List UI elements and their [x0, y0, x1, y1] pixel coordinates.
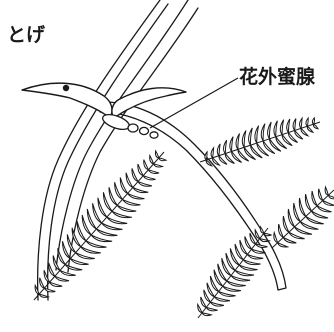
leaflet [260, 239, 270, 242]
leaflet [274, 233, 278, 243]
leaflet [215, 297, 230, 301]
leaflet [263, 141, 275, 154]
leaflet [255, 126, 259, 144]
leaflet [283, 238, 296, 243]
leaflet [202, 313, 211, 316]
leaflet [138, 164, 143, 176]
leaflet [219, 292, 236, 297]
leaflet [55, 276, 69, 281]
leaflet [112, 211, 132, 217]
pinnate-leaf-lower-left [34, 151, 166, 300]
leaflet [325, 187, 328, 195]
leaflet [230, 137, 233, 152]
label-thorn: とげ [7, 26, 45, 45]
leaflet [223, 286, 241, 291]
leaflet [293, 119, 296, 131]
leaflet [243, 260, 260, 265]
leaflet [122, 199, 140, 205]
leaflet [301, 128, 308, 136]
leaflet [307, 126, 313, 132]
leaflet [132, 168, 138, 181]
label-extrafloral-nectary: 花外蜜腺 [239, 68, 315, 87]
leaflet [224, 140, 227, 153]
leaflet [260, 227, 264, 234]
leaflet [205, 152, 207, 160]
leaflet [40, 278, 45, 288]
leaflet [148, 170, 159, 174]
leaflet [231, 276, 250, 281]
leaflet [117, 205, 136, 211]
leaflet [318, 189, 322, 201]
leaflet [299, 198, 305, 216]
leaflet [70, 259, 88, 265]
leaflet [249, 128, 253, 145]
leaflet [274, 121, 277, 137]
pinnate-leaf-right-edge [272, 187, 334, 248]
pinnate-leaf-lower-mid [198, 227, 271, 318]
leaflet [247, 255, 263, 260]
leaflet [264, 233, 271, 235]
leaflet [306, 118, 308, 126]
leaflet [239, 265, 257, 270]
leaflet [235, 270, 254, 275]
leaf-rachis [34, 152, 164, 300]
leaflet [128, 193, 145, 199]
leaflet [280, 120, 283, 135]
leaflet [211, 148, 214, 158]
leaflet [155, 151, 158, 158]
leaflet [236, 134, 239, 150]
leaflet [328, 195, 334, 199]
leaflet [317, 206, 331, 212]
leaflet [313, 124, 318, 129]
leaflet [312, 211, 329, 218]
leaflet [312, 191, 317, 206]
leaf-rachis [272, 190, 334, 248]
thorn-dot [63, 85, 69, 91]
leaflet [287, 119, 290, 133]
thorn-spine [22, 83, 186, 118]
leaflet [283, 216, 289, 232]
leaflet [227, 281, 246, 286]
leaflet [242, 131, 246, 148]
stem-left-inner [48, 4, 168, 300]
leaflet [39, 294, 48, 297]
leaflet [261, 124, 265, 141]
leaflet [268, 122, 272, 139]
leaflet [312, 118, 314, 124]
leaflet [138, 182, 152, 187]
leaflet [217, 144, 220, 156]
leaflet [133, 188, 148, 193]
leaflet [278, 224, 283, 237]
pinnate-leaf-upper-right [200, 118, 320, 166]
leaflet [144, 160, 149, 170]
leaflet [154, 164, 163, 167]
leaflet [206, 307, 218, 310]
leaflet [44, 288, 55, 292]
leaflet [76, 253, 95, 259]
leaflet [159, 158, 166, 161]
leaflet [49, 263, 55, 277]
leaf-rachis [198, 228, 268, 318]
leaflet [210, 302, 224, 306]
leaflet [256, 244, 268, 248]
leaflet [198, 304, 202, 312]
leaflet [44, 270, 50, 282]
stem-left-outer [38, 0, 160, 300]
leaflet [107, 217, 127, 224]
leaflet [50, 282, 63, 286]
leaflet [278, 243, 288, 247]
leaflet [323, 201, 334, 206]
leaflet [300, 118, 303, 128]
leaflet [126, 173, 133, 188]
leaflet [305, 194, 311, 211]
leader-line-nectary [150, 78, 238, 128]
leaflet [150, 156, 154, 164]
leaflet [143, 176, 155, 180]
